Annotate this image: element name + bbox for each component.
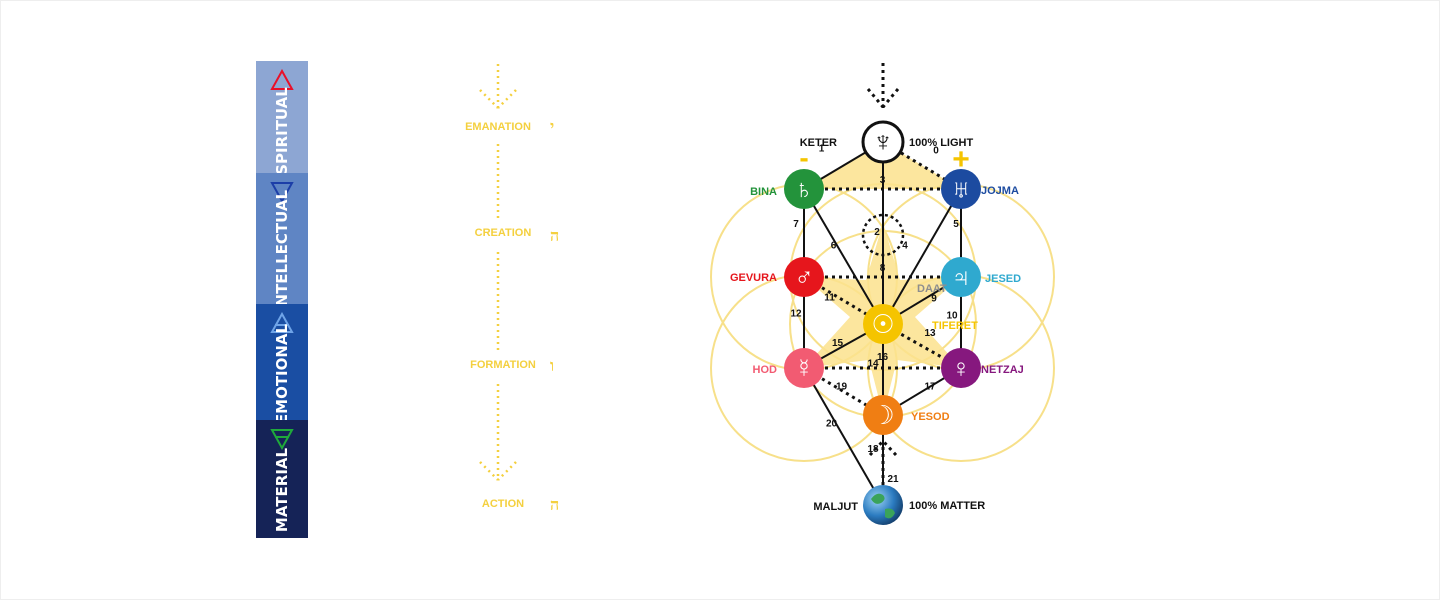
level-material: MATERIAL <box>256 420 308 538</box>
sephira-gevura <box>784 257 824 297</box>
path-number-7: 7 <box>793 219 799 230</box>
maljut-matter-label: 100% MATTER <box>909 500 985 512</box>
path-number-19: 19 <box>836 382 848 393</box>
air-triangle-icon <box>270 312 294 333</box>
mars-icon: ♂ <box>794 262 814 292</box>
sephira-label-maljut: MALJUT <box>813 501 858 513</box>
hebrew-letter-he: ה <box>550 226 560 245</box>
polarity-plus-sign: + <box>952 143 970 176</box>
sephira-label-tiferet: TIFERET <box>932 320 978 332</box>
path-4 <box>882 188 962 325</box>
sephira-label-daat: DAAT <box>917 283 947 295</box>
sephira-yesod <box>863 395 903 435</box>
path-number-16: 16 <box>877 352 889 363</box>
path-6 <box>803 188 884 325</box>
path-number-8: 8 <box>880 263 886 274</box>
hidden-sphere-icon <box>861 213 905 257</box>
path-number-5: 5 <box>953 219 959 230</box>
level-emotional: EMOTIONAL <box>256 304 308 420</box>
world-label-action: ACTION <box>481 498 525 510</box>
sephira-label-gevura: GEVURA <box>730 272 777 284</box>
sephira-tiferet <box>863 304 903 344</box>
path-number-15: 15 <box>832 338 844 349</box>
sephira-label-jojma: JOJMA <box>981 185 1019 197</box>
sephira-netzaj <box>941 348 981 388</box>
keter-light-label: 100% LIGHT <box>909 137 973 149</box>
polarity-minus-sign: - <box>799 142 808 173</box>
return-arrow-head-right <box>881 439 898 457</box>
earth-globe-icon <box>863 485 903 525</box>
path-20 <box>803 367 884 506</box>
sephira-label-keter: KETER <box>800 137 837 149</box>
moon-icon: ☽ <box>871 400 894 430</box>
levels-bar: SPIRITUAL INTELLECTUAL EMOTIONAL MATERIA… <box>256 61 308 538</box>
path-number-21: 21 <box>887 474 899 485</box>
sephira-label-jesed: JESED <box>985 273 1021 285</box>
level-label-spiritual: SPIRITUAL <box>273 87 291 173</box>
level-intellectual: INTELLECTUAL <box>256 173 308 304</box>
worlds-flow-arrows <box>479 64 517 481</box>
sephira-bina <box>784 169 824 209</box>
path-number-9: 9 <box>931 294 937 305</box>
sephira-label-hod: HOD <box>753 364 778 376</box>
light-arrow-head-left <box>866 88 885 108</box>
world-label-emanation: EMANATION <box>465 121 531 133</box>
mercury-icon: ☿ <box>794 353 814 383</box>
saturn-icon: ♄ <box>794 174 814 204</box>
path-number-10: 10 <box>946 311 958 322</box>
path-number-0: 0 <box>933 146 939 157</box>
sephira-jesed <box>941 257 981 297</box>
world-label-formation: FORMATION <box>470 359 536 371</box>
globe-continents <box>871 493 895 519</box>
sephira-label-bina: BINA <box>750 186 777 198</box>
path-number-17: 17 <box>924 382 936 393</box>
uranus-icon: ♅ <box>951 174 971 204</box>
path-number-12: 12 <box>790 309 802 320</box>
level-label-intellectual: INTELLECTUAL <box>273 189 291 304</box>
level-label-emotional: EMOTIONAL <box>273 323 291 420</box>
sun-icon: ☉ <box>871 309 894 339</box>
world-label-creation: CREATION <box>474 227 532 239</box>
fire-triangle-icon <box>270 69 294 90</box>
path-number-14: 14 <box>867 359 879 370</box>
jupiter-icon: ♃ <box>951 262 971 292</box>
water-triangle-icon <box>270 182 294 203</box>
path-number-4: 4 <box>902 241 908 252</box>
path-number-18: 18 <box>867 444 879 455</box>
sephira-hod <box>784 348 824 388</box>
sephirot-layer: ♆ ♄ ♅ ♂ ♃ ☉ ☿ ♀ ☽ <box>784 120 981 525</box>
return-arrow-head-left <box>868 439 885 457</box>
path-number-3: 3 <box>880 175 886 186</box>
hebrew-letter-vav: ו <box>550 356 555 375</box>
path-number-11: 11 <box>824 293 835 304</box>
light-arrow-head-right <box>881 88 900 108</box>
hebrew-letter-he-final: ה <box>550 495 560 514</box>
sephira-label-netzaj: NETZAJ <box>981 364 1024 376</box>
sephira-label-yesod: YESOD <box>911 411 950 423</box>
path-number-1: 1 <box>819 144 825 155</box>
sephira-jojma <box>941 169 981 209</box>
worlds-column: EMANATION י CREATION ה FORMATION ו ACTIO… <box>450 60 590 540</box>
level-label-material: MATERIAL <box>273 447 291 533</box>
sephira-keter <box>861 120 905 164</box>
path-number-6: 6 <box>831 241 837 252</box>
venus-icon: ♀ <box>951 353 971 383</box>
earth-triangle-icon <box>270 429 294 450</box>
path-number-20: 20 <box>826 419 838 430</box>
path-number-2: 2 <box>874 227 880 238</box>
hebrew-letter-yod: י <box>550 117 555 136</box>
neptune-icon: ♆ <box>873 126 894 157</box>
path-number-13: 13 <box>924 328 936 339</box>
sephirot-labels-layer: KETER BINA JOJMA DAAT GEVURA JESED TIFERET HOD N… <box>730 137 1024 513</box>
level-spiritual: SPIRITUAL <box>256 61 308 173</box>
